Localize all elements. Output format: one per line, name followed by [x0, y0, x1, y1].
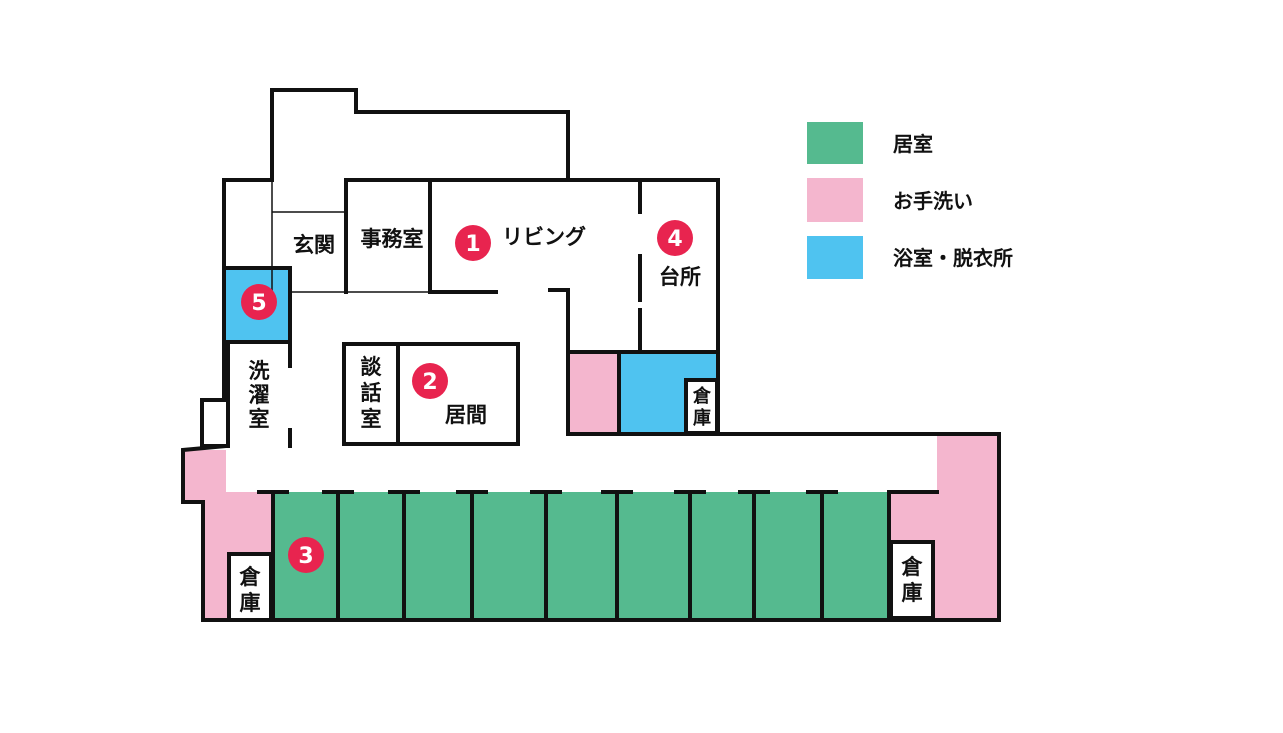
svg-text:1: 1 — [465, 232, 480, 257]
storage-right-label-1: 倉 — [901, 555, 924, 579]
storage-right-label-2: 庫 — [902, 581, 923, 605]
storage-center-label-2: 庫 — [693, 407, 711, 429]
bedroom-walls — [257, 490, 838, 622]
laundry-label-3: 室 — [249, 407, 270, 431]
entrance-label: 玄関 — [293, 233, 335, 257]
svg-text:5: 5 — [251, 291, 266, 316]
legend-label-toilet: お手洗い — [893, 189, 973, 213]
bedroom-9 — [822, 492, 889, 620]
svg-text:4: 4 — [667, 227, 682, 252]
storage-left-label-1: 倉 — [239, 565, 262, 589]
storage-center-label-1: 倉 — [692, 385, 712, 407]
walls — [181, 88, 1001, 622]
legend-swatch-bath — [807, 236, 863, 279]
svg-text:3: 3 — [298, 544, 313, 569]
talk-label-1: 談 — [361, 355, 383, 379]
legend-swatch-living — [807, 122, 863, 164]
marker-4: 4 — [657, 220, 693, 256]
marker-2: 2 — [412, 363, 448, 399]
laundry-label-1: 洗 — [249, 359, 270, 383]
storage-box-right — [889, 540, 935, 620]
marker-1: 1 — [455, 225, 491, 261]
lounge-label: 居間 — [445, 403, 487, 427]
legend-label-living: 居室 — [893, 132, 933, 156]
legend-swatch-toilet — [807, 178, 863, 222]
bedroom-4 — [472, 492, 546, 620]
bedroom-8 — [754, 492, 822, 620]
toilet-fill-center — [568, 352, 619, 434]
talk-label-2: 話 — [361, 381, 382, 405]
talk-label-3: 室 — [361, 407, 382, 431]
storage-box-left — [227, 552, 273, 622]
room-fills — [183, 268, 999, 620]
bedroom-7 — [690, 492, 754, 620]
marker-5: 5 — [241, 284, 277, 320]
bedroom-2 — [338, 492, 404, 620]
bedroom-6 — [617, 492, 690, 620]
office-label: 事務室 — [361, 227, 424, 251]
kitchen-label: 台所 — [659, 265, 701, 289]
storage-left-label-2: 庫 — [240, 591, 261, 615]
legend-label-bath: 浴室・脱衣所 — [893, 246, 1013, 270]
bedroom-3 — [404, 492, 472, 620]
svg-text:2: 2 — [422, 370, 437, 395]
bedroom-fills — [273, 492, 889, 620]
legend: 居室 お手洗い 浴室・脱衣所 — [807, 122, 1013, 279]
bedroom-5 — [546, 492, 617, 620]
marker-3: 3 — [288, 537, 324, 573]
living-label: リビング — [502, 225, 586, 249]
laundry-label-2: 濯 — [249, 383, 270, 407]
